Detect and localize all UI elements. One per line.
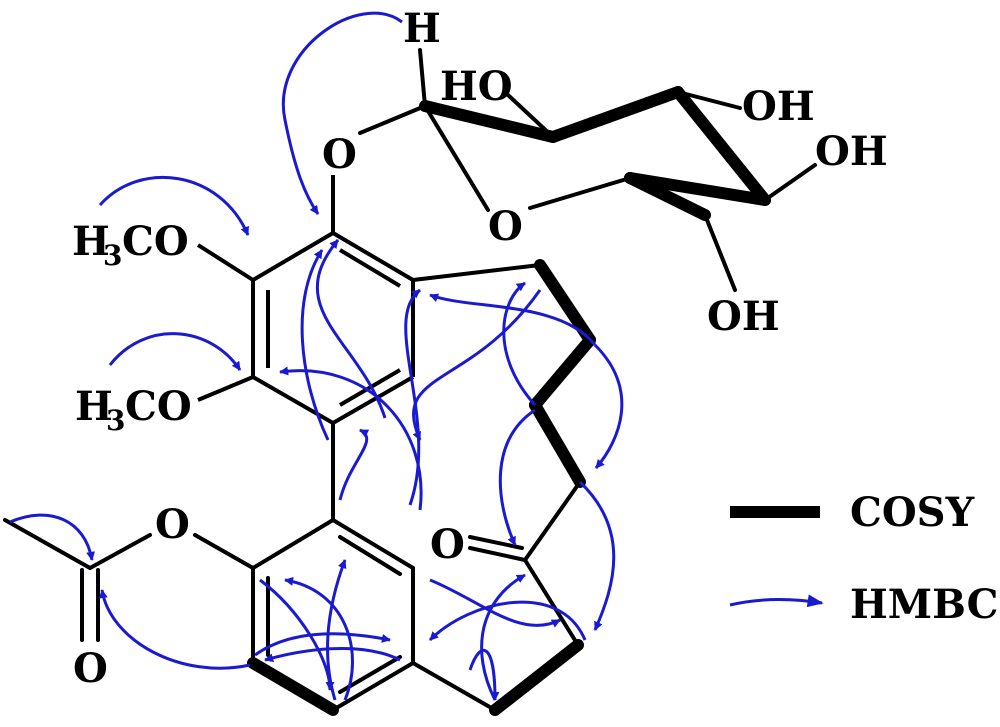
hmbc-arrow (259, 578, 335, 691)
hmbc-arrow (480, 573, 526, 701)
hmbc-arrow (338, 428, 370, 501)
ring-a-bond-3 (332, 375, 414, 425)
bond-c5-oring (528, 176, 632, 210)
hmbc-arrow (593, 343, 624, 469)
bond-c2-c3 (547, 86, 684, 143)
hmbc-arrow (98, 175, 250, 236)
atom-o-ketone: O (430, 521, 465, 568)
methoxy-group-1: H 3 CO (72, 218, 189, 272)
bond-oring-c1 (423, 104, 490, 212)
legend-hmbc-swatch (729, 594, 824, 608)
methoxy-1-subscript: 3 (103, 239, 122, 272)
legend: COSY HMBC (729, 489, 998, 628)
hmbc-arrow (404, 288, 421, 506)
bond-c4-c5 (624, 172, 771, 206)
atom-oh-sugar-right: OH (815, 128, 888, 175)
hmbc-arrows (9, 11, 624, 701)
atom-o-acetyl-ester: O (155, 501, 190, 548)
hmbc-arrow (502, 281, 537, 407)
bond-c1-c2 (419, 100, 559, 143)
ring-b-double-1 (338, 535, 402, 576)
atom-ho-sugar: HO (440, 63, 513, 110)
atom-h-anomeric: H (403, 5, 441, 52)
hmbc-arrow (429, 293, 597, 346)
bond-ome2 (197, 375, 254, 402)
methoxy-2-co: CO (125, 383, 192, 430)
hmbc-arrow (254, 632, 391, 657)
ring-a-bond-1 (331, 231, 415, 282)
upper-aromatic-ring (196, 175, 415, 520)
ring-b-bond-3 (331, 661, 415, 712)
chain-c4-c5 (523, 480, 582, 562)
hmbc-arrow (9, 513, 96, 561)
bond-anomeric-h (418, 48, 427, 108)
hmbc-arrow (264, 646, 401, 663)
chain-c3-c4-cosy (529, 399, 586, 488)
hmbc-arrow (578, 480, 616, 631)
atom-labels: H HO OH OH OH O O O O O H 3 CO H 3 CO (72, 5, 888, 692)
methoxy-group-2: H 3 CO (75, 383, 192, 437)
atom-o-ring: O (488, 203, 523, 250)
bond-c3-oh (676, 90, 742, 110)
bond-c5-c6 (624, 172, 711, 221)
bond-c6-oh (703, 213, 737, 292)
chain-c1-c2-cosy (534, 259, 596, 346)
hmbc-arrow (98, 589, 251, 670)
ring-b-bond-6 (251, 518, 335, 570)
hmbc-arrow (300, 249, 330, 441)
bond-c2-ho (506, 93, 555, 139)
ring-b-bond-4-cosy (247, 657, 339, 716)
hmbc-arrow (108, 332, 242, 371)
hmbc-arrow (412, 289, 542, 441)
methoxy-2-subscript: 3 (106, 404, 125, 437)
hmbc-arrow (315, 239, 387, 419)
bond-ome1 (196, 243, 255, 282)
methoxy-1-co: CO (122, 218, 189, 265)
bond-c1-oglyc (358, 104, 427, 135)
ring-a-bond-6 (251, 231, 335, 282)
ketone-co-2 (468, 535, 524, 550)
hmbc-arrow (498, 408, 536, 546)
chain-c2-c3-cosy (529, 334, 596, 411)
lower-aromatic-ring (3, 518, 415, 716)
ring-a-bond-4 (252, 375, 334, 425)
hmbc-arrow (468, 649, 500, 701)
atom-o-acetyl-carbonyl: O (73, 645, 108, 692)
hmbc-arrow (284, 576, 354, 701)
chain-c7-c8 (411, 661, 497, 712)
chain-c5-c6 (523, 558, 580, 647)
bond-acetyl-me (3, 518, 92, 570)
atom-oh-sugar-top: OH (742, 83, 815, 130)
legend-cosy-label: COSY (850, 489, 975, 536)
ketone-co-1 (468, 546, 527, 562)
chain-c6-c7-cosy (489, 639, 584, 716)
methoxy-2-h: H (75, 383, 113, 430)
legend-hmbc-label: HMBC (850, 581, 998, 628)
hmbc-arrow (281, 11, 403, 215)
methoxy-1-h: H (72, 218, 110, 265)
bond-oac-c (88, 533, 152, 570)
chain-ar-c1 (411, 263, 542, 282)
bond-c3-c4 (672, 86, 771, 206)
hmbc-arrow (429, 578, 561, 628)
macrocycle-chain (411, 259, 596, 716)
hmbc-arrow (428, 600, 587, 642)
sugar-ring (358, 48, 817, 292)
atom-o-glycoside: O (322, 131, 357, 178)
ring-b-bond-1 (331, 518, 415, 570)
ring-a-double-1 (338, 248, 402, 288)
bond-c4-oh (763, 163, 817, 202)
bond-ar-oac (193, 533, 255, 570)
hmbc-arrow (279, 366, 423, 511)
atom-oh-ch2: OH (707, 293, 780, 340)
